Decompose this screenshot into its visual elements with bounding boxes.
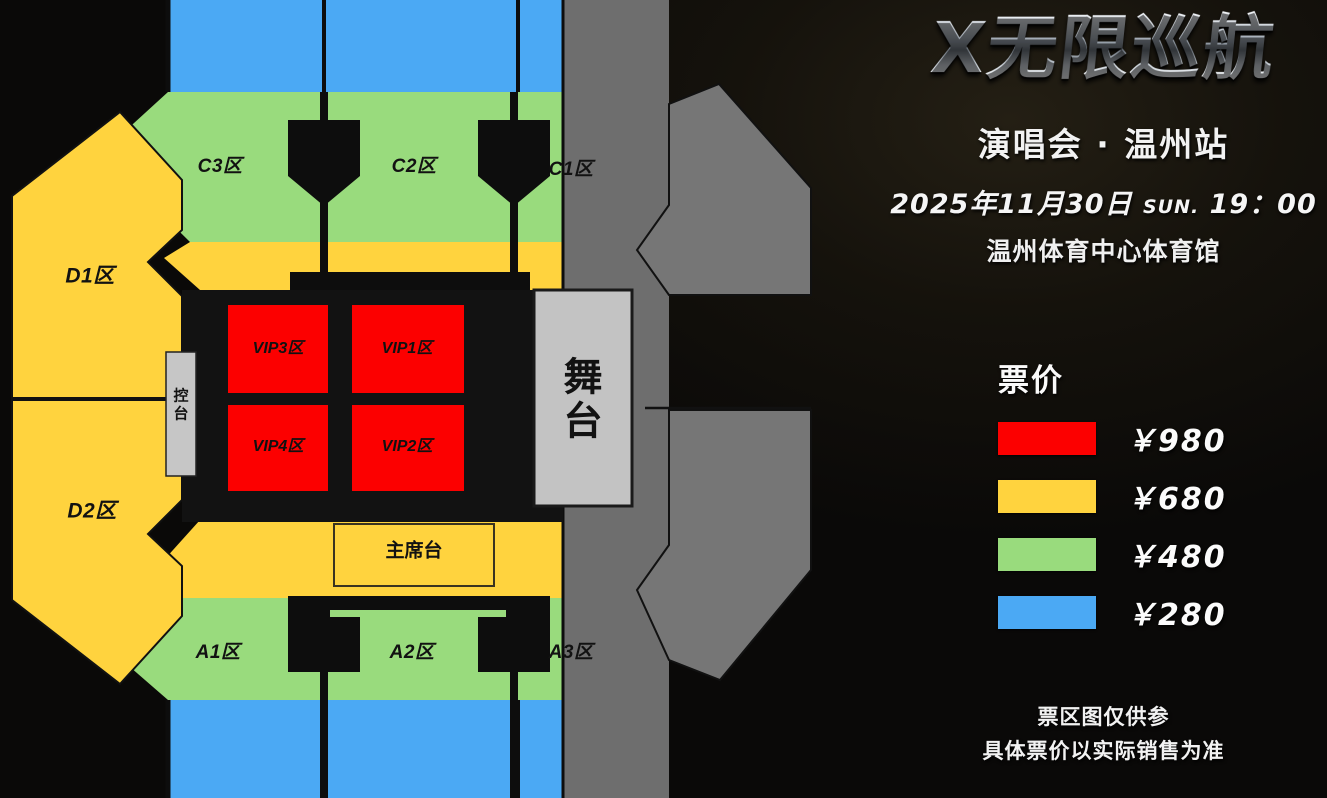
zone-label-VIP3: VIP3区 [253,340,307,357]
zone-label-C3: C3区 [198,156,245,177]
blue-tier-group [168,0,563,798]
price-amount-480: ￥480 [1126,540,1227,575]
price-swatch-680 [998,479,1096,513]
disclaimer-text: 票区图仅供参 具体票价以实际销售为准 [880,700,1327,768]
zone-D1-shape[interactable] [11,110,183,399]
control-booth-shape[interactable] [165,351,197,477]
blue-tier-bottom[interactable] [168,700,563,798]
tour-logo-title: X无限巡航 [874,0,1327,102]
event-subtitle: 演唱会 · 温州站 [977,125,1230,164]
event-info-panel: X无限巡航 演唱会 · 温州站 2025年11月30日 SUN. 19：00 温… [880,0,1327,798]
tunnel-stem-top-left [320,92,328,272]
tunnel-stem-bottom-left [320,660,328,798]
tunnel-corridor-top [290,272,530,294]
venue-seating-map[interactable]: C3区 C2区 C1区 A1区 A2区 A3区 D1区 D2区 VIP3区 VI… [0,0,880,798]
zone-label-A3: A3区 [548,642,596,663]
tunnel-bottom-right [478,617,550,672]
presidium-label: 主席台 [385,539,442,562]
zone-label-VIP2: VIP2区 [382,438,436,455]
tunnel-bottom-left [288,617,360,672]
disclaimer-line-1: 票区图仅供参 [1037,705,1170,729]
event-date: 2025年11月30日 [890,189,1133,220]
tunnel-corridor-bottom [288,596,550,622]
grey-wing-upper [635,82,812,296]
price-swatch-480 [998,537,1096,571]
entrance-tunnel-group [288,92,550,798]
price-amount-280: ￥280 [1126,598,1227,633]
event-venue-name: 温州体育中心体育馆 [986,237,1221,266]
zone-label-D2: D2区 [67,500,120,523]
price-swatch-280 [998,595,1096,629]
control-booth-label-group: 控 台 [173,387,188,423]
price-legend-row[interactable]: ￥980 [998,416,1298,460]
zone-label-D1: D1区 [65,265,118,288]
event-time: 19：00 [1209,189,1317,220]
stage-label-group: 舞 台 [563,356,602,445]
zone-label-VIP4: VIP4区 [253,438,307,455]
price-legend-title: 票价 [998,363,1064,399]
control-booth-label-char2: 台 [173,405,188,423]
zone-label-VIP1: VIP1区 [382,340,436,357]
zone-label-C1: C1区 [549,159,596,180]
zone-label-A1: A1区 [195,642,243,663]
zone-VIP4-shape[interactable] [228,405,328,491]
grey-structure-group [563,0,812,798]
stage-label-char1: 舞 [563,356,602,401]
price-amount-680: ￥680 [1126,482,1227,517]
tunnel-stem-bottom-right [510,660,518,798]
stage-shape[interactable] [532,288,634,508]
zone-VIP2-shape[interactable] [352,405,464,491]
vip-block-group [228,305,464,491]
disclaimer-line-2: 具体票价以实际销售为准 [982,739,1225,763]
zone-VIP3-shape[interactable] [228,305,328,393]
event-datetime: 2025年11月30日 SUN. 19：00 [880,182,1327,221]
zone-D2-shape[interactable] [11,399,183,686]
price-legend-row[interactable]: ￥280 [998,590,1298,634]
price-swatch-980 [998,421,1096,455]
blue-tier-top[interactable] [168,0,563,92]
tunnel-stem-top-right [510,92,518,272]
stage-label-char2: 台 [563,400,602,445]
grey-wing-lower [635,409,812,682]
event-day-of-week: SUN. [1142,196,1200,218]
presidium-shape[interactable] [333,523,495,587]
price-amount-980: ￥980 [1126,424,1227,459]
zone-VIP1-shape[interactable] [352,305,464,393]
price-legend-row[interactable]: ￥480 [998,532,1298,576]
price-legend: 票价 ￥980 ￥680 ￥480 ￥280 [998,355,1298,648]
control-booth-label-char1: 控 [173,387,188,405]
price-legend-row[interactable]: ￥680 [998,474,1298,518]
zone-label-A2: A2区 [389,642,437,663]
zone-label-C2: C2区 [392,156,439,177]
